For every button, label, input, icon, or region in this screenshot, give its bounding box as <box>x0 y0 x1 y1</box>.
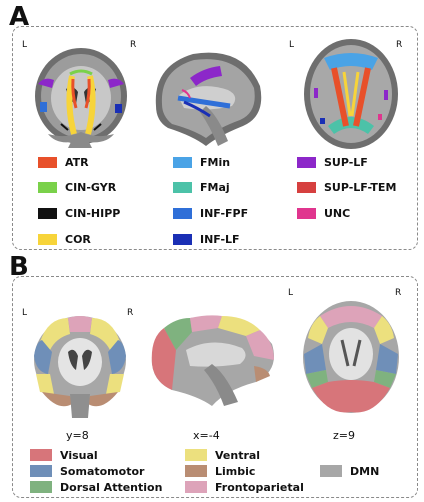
legend-item-cin-gyr: CIN-GYR <box>38 180 116 194</box>
panel-b-left-marker: L <box>22 308 28 318</box>
axial-network-slice <box>303 301 399 413</box>
legend-swatch <box>38 233 57 245</box>
panel-b-axial-right-marker: R <box>395 288 402 298</box>
legend-label: SUP-LF-TEM <box>324 180 397 194</box>
legend-label: CIN-GYR <box>65 180 117 194</box>
legend-swatch <box>297 156 316 168</box>
legend-item-visual: Visual <box>30 448 98 462</box>
legend-label: Frontoparietal <box>215 480 304 494</box>
legend-label: COR <box>65 232 91 246</box>
legend-label: Somatomotor <box>60 464 145 478</box>
panel-a-frame <box>12 26 418 250</box>
slice-label-sagittal: x=-4 <box>193 429 220 442</box>
legend-item-inf-fpf: INF-FPF <box>173 206 248 220</box>
legend-label: Ventral <box>215 448 261 462</box>
axial-tract-slice <box>304 39 398 149</box>
legend-swatch <box>173 181 192 193</box>
legend-item-dorsal-attention: Dorsal Attention <box>30 480 162 494</box>
panel-b-right-marker: R <box>127 308 134 318</box>
legend-item-atr: ATR <box>38 155 89 169</box>
panel-b-axial-left-marker: L <box>288 288 294 298</box>
legend-item-unc: UNC <box>297 206 350 220</box>
legend-label: ATR <box>65 155 89 169</box>
legend-item-sup-lf-tem: SUP-LF-TEM <box>297 180 396 194</box>
legend-swatch <box>173 233 192 245</box>
legend-label: INF-FPF <box>200 206 249 220</box>
panel-a-axial-left-marker: L <box>289 40 295 50</box>
panel-b-frame <box>12 276 418 498</box>
coronal-tract-slice <box>35 48 127 148</box>
legend-swatch <box>30 481 52 493</box>
legend-label: INF-LF <box>200 232 240 246</box>
legend-swatch <box>297 181 316 193</box>
panel-a-axial-right-marker: R <box>396 40 403 50</box>
legend-swatch <box>38 207 57 219</box>
legend-swatch <box>297 207 316 219</box>
legend-item-inf-lf: INF-LF <box>173 232 240 246</box>
legend-swatch <box>38 156 57 168</box>
legend-swatch <box>173 207 192 219</box>
legend-item-sup-lf: SUP-LF <box>297 155 368 169</box>
slice-label-coronal: y=8 <box>66 429 89 442</box>
slice-label-axial: z=9 <box>333 429 355 442</box>
sagittal-tract-slice <box>155 52 262 146</box>
legend-item-ventral: Ventral <box>185 448 260 462</box>
legend-swatch <box>185 465 207 477</box>
coronal-network-slice <box>34 316 126 418</box>
sagittal-network-slice <box>151 315 274 406</box>
panel-a-right-marker: R <box>130 40 137 50</box>
legend-label: FMaj <box>200 180 230 194</box>
legend-label: Visual <box>60 448 98 462</box>
legend-item-fmaj: FMaj <box>173 180 230 194</box>
panel-a-left-marker: L <box>22 40 28 50</box>
legend-swatch <box>173 156 192 168</box>
legend-item-dmn: DMN <box>320 464 379 478</box>
legend-item-cor: COR <box>38 232 91 246</box>
legend-swatch <box>185 449 207 461</box>
legend-item-fmin: FMin <box>173 155 230 169</box>
legend-swatch <box>38 181 57 193</box>
legend-swatch <box>30 465 52 477</box>
legend-item-frontoparietal: Frontoparietal <box>185 480 304 494</box>
panel-b-letter: B <box>9 252 29 282</box>
legend-label: SUP-LF <box>324 155 368 169</box>
legend-item-somatomotor: Somatomotor <box>30 464 144 478</box>
legend-swatch <box>320 465 342 477</box>
legend-label: FMin <box>200 155 231 169</box>
legend-label: DMN <box>350 464 380 478</box>
panel-a-letter: A <box>9 2 30 32</box>
legend-swatch <box>30 449 52 461</box>
legend-item-limbic: Limbic <box>185 464 255 478</box>
legend-label: Limbic <box>215 464 256 478</box>
legend-swatch <box>185 481 207 493</box>
legend-label: CIN-HIPP <box>65 206 121 220</box>
legend-item-cin-hipp: CIN-HIPP <box>38 206 120 220</box>
legend-label: UNC <box>324 206 351 220</box>
legend-label: Dorsal Attention <box>60 480 163 494</box>
